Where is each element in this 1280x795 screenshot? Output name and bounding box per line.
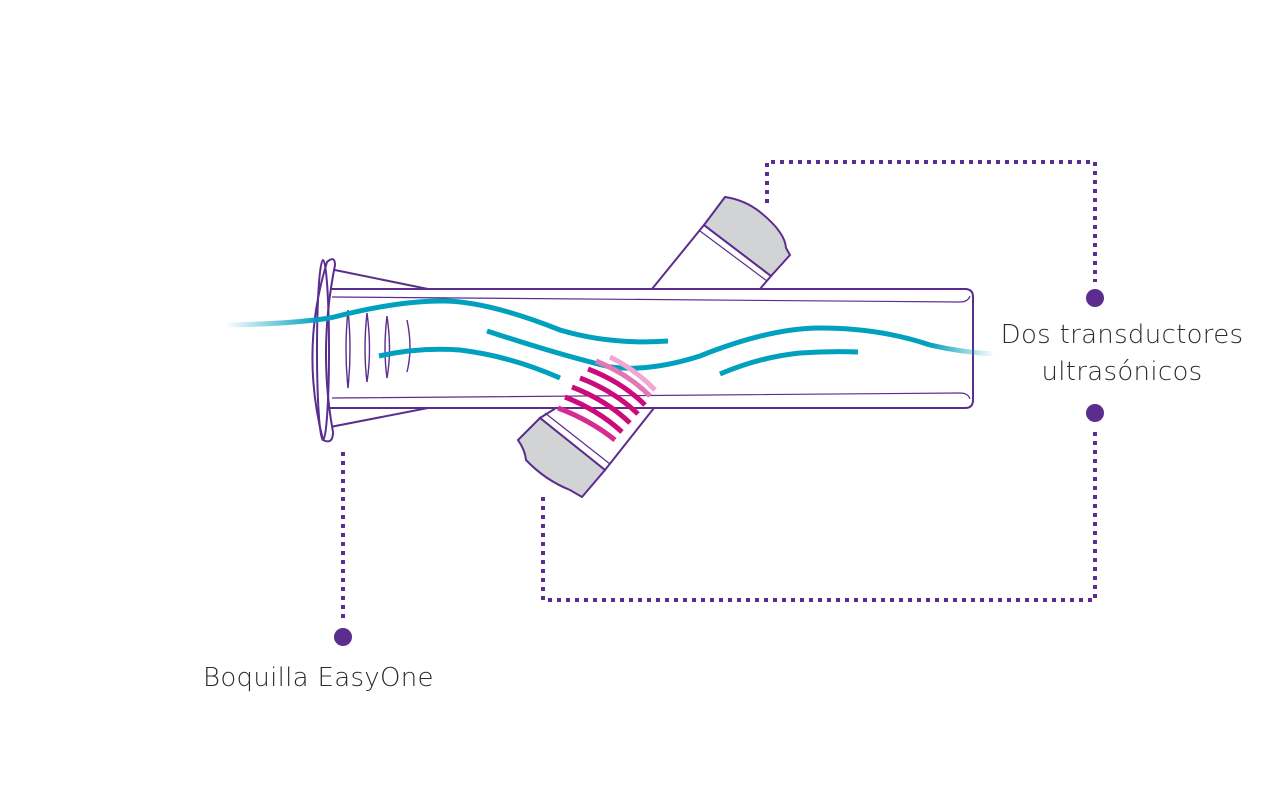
lower-transducer [516, 407, 657, 499]
transducer-dot-top [1086, 289, 1104, 307]
upper-transducer [649, 195, 792, 290]
transducer-dot-bottom [1086, 404, 1104, 422]
airflow-waves [224, 298, 994, 381]
flow-wave [329, 298, 669, 345]
transducers-label: Dos transductores ultrasónicos [982, 317, 1262, 391]
flow-wave [719, 349, 859, 377]
flow-wave [486, 325, 931, 371]
transducers-label-line2: ultrasónicos [1041, 357, 1203, 387]
sound-arcs-icon [345, 309, 411, 389]
transducers-label-line1: Dos transductores [1000, 320, 1244, 350]
flow-wave [378, 346, 562, 381]
flow-tube [330, 288, 974, 409]
upper-transducer-leader-line [765, 160, 1097, 282]
leader-lines [341, 160, 1097, 622]
ultrasound-waves [557, 354, 657, 442]
mouthpiece-label: Boquilla EasyOne [203, 663, 434, 693]
mouthpiece-dot [334, 628, 352, 646]
lower-transducer-leader-line [541, 432, 1097, 602]
easyone-mouthpiece [311, 258, 429, 443]
